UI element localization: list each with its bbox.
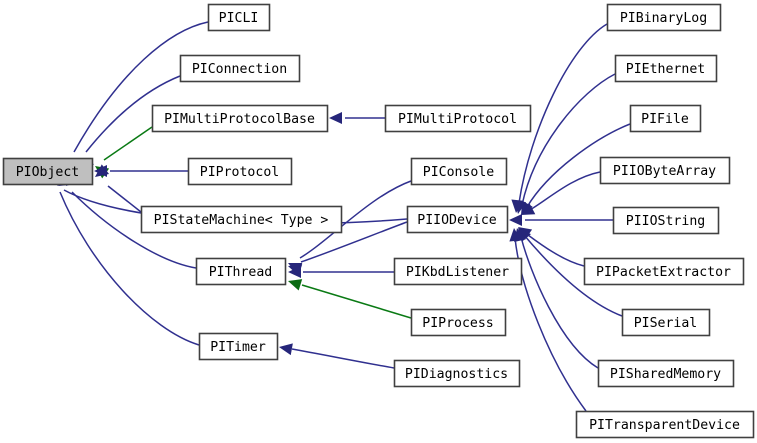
class-node-box-PIObject[interactable]: [2, 157, 94, 186]
class-node-PIIOByteArray[interactable]: PIIOByteArray: [599, 156, 731, 185]
class-node-box-PITimer[interactable]: [198, 332, 279, 361]
class-node-label-PIObject: PIObject: [16, 165, 80, 180]
class-node-label-PIDiagnostics: PIDiagnostics: [405, 367, 508, 382]
edge-PIConsole-to-PIThread: [299, 180, 412, 259]
class-node-PITransparentDevice[interactable]: PITransparentDevice: [575, 410, 755, 439]
class-node-box-PIStateMachine[interactable]: [140, 205, 343, 234]
class-node-box-PIIOByteArray[interactable]: [599, 156, 731, 185]
arrowhead-PIStateMachine-to-PIObject: [95, 164, 109, 177]
class-node-box-PIThread[interactable]: [195, 257, 287, 286]
class-node-PIObject[interactable]: PIObject: [2, 157, 94, 186]
edge-PITimer-to-PIObject: [59, 191, 200, 346]
class-node-PIIODevice[interactable]: PIIODevice: [406, 205, 509, 234]
arrowhead-PIProcess-to-PIThread: [288, 279, 303, 291]
edge-PIProcess-to-PIThread: [301, 284, 412, 319]
class-node-box-PIPacketExtractor[interactable]: [583, 257, 745, 286]
edge-PIMultiProtocolBase-to-PIObject: [103, 126, 153, 161]
class-node-box-PIProtocol[interactable]: [187, 157, 293, 186]
class-node-PIConnection[interactable]: PIConnection: [179, 54, 301, 83]
class-node-PIConsole[interactable]: PIConsole: [410, 157, 508, 186]
class-node-PIThread[interactable]: PIThread: [195, 257, 287, 286]
class-node-PIProcess[interactable]: PIProcess: [410, 308, 507, 337]
class-node-label-PIFile: PIFile: [641, 112, 689, 127]
class-node-PICLI[interactable]: PICLI: [207, 3, 271, 32]
class-node-PIBinaryLog[interactable]: PIBinaryLog: [606, 3, 722, 32]
class-node-PIFile[interactable]: PIFile: [629, 104, 702, 133]
class-node-PIStateMachine[interactable]: PIStateMachine< Type >: [140, 205, 343, 234]
class-node-box-PIEthernet[interactable]: [614, 54, 718, 83]
class-node-box-PIProcess[interactable]: [410, 308, 507, 337]
class-node-PIIOString[interactable]: PIIOString: [612, 206, 720, 235]
class-node-PITimer[interactable]: PITimer: [198, 332, 279, 361]
class-node-label-PIThread: PIThread: [209, 265, 273, 280]
class-node-box-PIMultiProtocolBase[interactable]: [151, 104, 329, 133]
class-node-label-PIConnection: PIConnection: [192, 62, 287, 77]
arrowhead-PIKbdListener-to-PIThread: [288, 266, 301, 278]
edge-PIEthernet-to-PIIODevice: [521, 73, 616, 206]
class-node-label-PIIOString: PIIOString: [626, 214, 705, 229]
edge-PIBinaryLog-to-PIIODevice: [518, 23, 608, 204]
class-node-box-PICLI[interactable]: [207, 3, 271, 32]
class-node-label-PIMultiProtocolBase: PIMultiProtocolBase: [164, 112, 315, 127]
class-node-PIPacketExtractor[interactable]: PIPacketExtractor: [583, 257, 745, 286]
class-node-box-PIIODevice[interactable]: [406, 205, 509, 234]
arrowhead-PIDiagnostics-to-PITimer: [279, 343, 293, 356]
class-node-label-PIIODevice: PIIODevice: [417, 213, 496, 228]
class-node-box-PIIOString[interactable]: [612, 206, 720, 235]
arrowhead-PIMultiProtocol-to-PIMultiProtocolBase: [329, 112, 342, 124]
edge-PIIOByteArray-to-PIIODevice: [527, 171, 601, 212]
class-node-label-PIBinaryLog: PIBinaryLog: [620, 11, 707, 26]
class-node-box-PISharedMemory[interactable]: [597, 359, 735, 388]
class-node-PIMultiProtocol[interactable]: PIMultiProtocol: [384, 104, 532, 133]
class-node-PISerial[interactable]: PISerial: [621, 308, 711, 337]
class-node-label-PICLI: PICLI: [219, 11, 259, 26]
class-node-PIProtocol[interactable]: PIProtocol: [187, 157, 293, 186]
class-node-label-PIProcess: PIProcess: [422, 316, 493, 331]
edge-PIIODevice-to-PIThread: [300, 221, 408, 263]
class-node-PIEthernet[interactable]: PIEthernet: [614, 54, 718, 83]
edge-PIStateMachine-to-PIObject: [107, 185, 142, 213]
arrowhead-PIIOString-to-PIIODevice: [509, 214, 522, 226]
edge-PIThread-to-PIObject: [71, 191, 197, 269]
class-node-label-PISerial: PISerial: [634, 316, 698, 331]
edge-PIConnection-to-PIObject: [85, 75, 181, 153]
class-node-label-PIPacketExtractor: PIPacketExtractor: [596, 265, 731, 280]
arrowhead-PIIOByteArray-to-PIIODevice: [521, 203, 536, 215]
class-node-label-PIStateMachine: PIStateMachine< Type >: [154, 213, 329, 228]
edge-PISharedMemory-to-PIIODevice: [520, 236, 599, 369]
class-node-label-PIConsole: PIConsole: [423, 165, 495, 180]
class-node-PIDiagnostics[interactable]: PIDiagnostics: [393, 359, 521, 388]
class-node-box-PIMultiProtocol[interactable]: [384, 104, 532, 133]
class-node-box-PISerial[interactable]: [621, 308, 711, 337]
edge-PITransparentDevice-to-PIIODevice: [514, 237, 587, 412]
class-node-label-PIMultiProtocol: PIMultiProtocol: [398, 112, 517, 127]
arrowhead-PITransparentDevice-to-PIIODevice: [509, 228, 522, 242]
class-node-label-PISharedMemory: PISharedMemory: [610, 367, 721, 382]
class-node-box-PIBinaryLog[interactable]: [606, 3, 722, 32]
class-node-label-PIIOByteArray: PIIOByteArray: [613, 164, 716, 179]
class-node-PIKbdListener[interactable]: PIKbdListener: [393, 257, 523, 286]
class-node-label-PITimer: PITimer: [210, 340, 266, 355]
edge-PIFile-to-PIIODevice: [526, 123, 631, 208]
class-node-box-PIKbdListener[interactable]: [393, 257, 523, 286]
edge-PIPacketExtractor-to-PIIODevice: [523, 231, 585, 267]
class-node-box-PIFile[interactable]: [629, 104, 702, 133]
edge-PICLI-to-PIObject: [73, 21, 209, 153]
class-node-label-PIKbdListener: PIKbdListener: [406, 265, 509, 280]
class-node-box-PIConnection[interactable]: [179, 54, 301, 83]
class-node-label-PITransparentDevice: PITransparentDevice: [589, 418, 740, 433]
edge-PIDiagnostics-to-PITimer: [291, 348, 395, 369]
class-node-label-PIEthernet: PIEthernet: [626, 62, 705, 77]
class-node-label-PIProtocol: PIProtocol: [200, 165, 279, 180]
class-node-box-PITransparentDevice[interactable]: [575, 410, 755, 439]
edge-PISerial-to-PIIODevice: [523, 234, 623, 317]
class-node-PISharedMemory[interactable]: PISharedMemory: [597, 359, 735, 388]
class-node-box-PIDiagnostics[interactable]: [393, 359, 521, 388]
class-node-box-PIConsole[interactable]: [410, 157, 508, 186]
nodes-layer: PIObject PICLI PIConnectionPIMultiProtocol…: [2, 3, 755, 439]
class-node-PIMultiProtocolBase[interactable]: PIMultiProtocolBase: [151, 104, 329, 133]
